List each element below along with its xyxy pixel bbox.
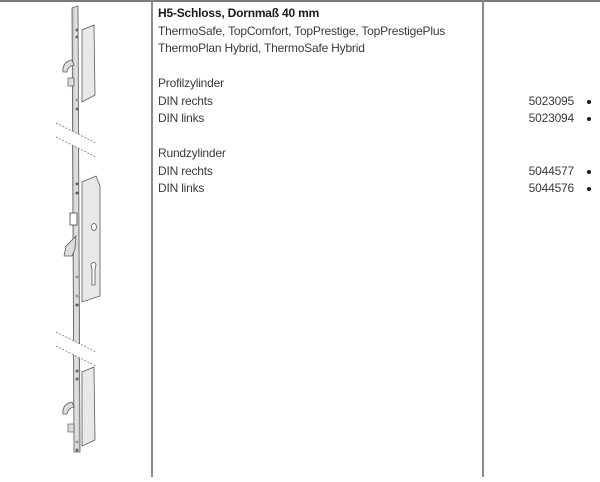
product-title: H5-Schloss, Dornmaß 40 mm [158, 6, 320, 20]
column-divider-left [151, 0, 153, 477]
bullet-icon [587, 187, 591, 191]
product-description: H5-Schloss, Dornmaß 40 mm ThermoSafe, To… [158, 5, 478, 198]
article-number: 5044576 [528, 181, 575, 195]
variant-label: DIN rechts [158, 93, 213, 108]
article-numbers-column: 5023095 5023094 5044577 5044576 [484, 5, 600, 198]
compatible-models-line-1: ThermoSafe, TopComfort, TopPrestige, Top… [158, 23, 446, 38]
multipoint-lock-illustration [0, 2, 151, 477]
compatible-models-line-2: ThermoPlan Hybrid, ThermoSafe Hybrid [158, 41, 365, 55]
article-row: 5023094 [484, 110, 600, 128]
article-number: 5023094 [528, 111, 575, 125]
variant-label: DIN rechts [158, 163, 213, 178]
bullet-icon [587, 99, 591, 104]
article-number: 5044577 [528, 163, 575, 178]
table-top-border [0, 0, 600, 2]
article-row: 5044576 [484, 180, 600, 198]
lock-rail-icon [55, 5, 101, 453]
group-heading-rundzylinder: Rundzylinder [158, 146, 226, 160]
bullet-icon [587, 117, 591, 121]
group-heading-profilzylinder: Profilzylinder [158, 76, 224, 90]
article-row: 5023095 [484, 93, 600, 111]
bullet-icon [587, 169, 591, 174]
column-divider-right [482, 0, 484, 477]
variant-label: DIN links [158, 111, 205, 125]
article-row: 5044577 [484, 163, 600, 181]
variant-label: DIN links [158, 181, 205, 195]
article-number: 5023095 [528, 93, 575, 108]
